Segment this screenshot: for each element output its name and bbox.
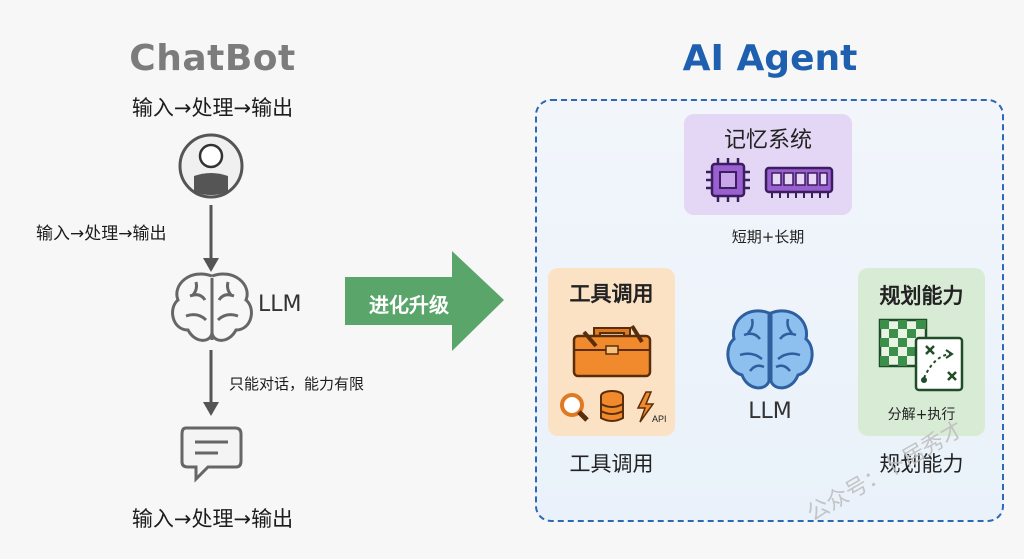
chatbot-limit-label: 只能对话，能力有限: [229, 375, 365, 393]
agent-llm-label: LLM: [748, 399, 792, 424]
llm-brain-icon-right: [726, 309, 814, 390]
chatbot-bottom-flow-label: 输入→处理→输出: [131, 507, 294, 531]
arrow-llm-to-output: [203, 350, 219, 416]
evolve-arrow-label: 进化升级: [369, 293, 449, 317]
chatbot-flow-subtitle: 输入→处理→输出: [131, 96, 294, 120]
planning-title: 规划能力: [879, 284, 964, 308]
user-avatar-icon: [178, 133, 244, 199]
ram-module-icon: [764, 166, 834, 198]
tool-calling-caption: 工具调用: [569, 452, 654, 476]
planning-inner-caption: 分解+执行: [887, 407, 956, 423]
planning-caption: 规划能力: [879, 452, 964, 476]
toolbox-icon: [572, 324, 652, 378]
evolve-arrow-icon: [345, 251, 504, 351]
api-label: API: [652, 414, 667, 424]
tool-calling-icons: API: [560, 324, 667, 424]
magnifier-icon: [560, 393, 589, 422]
planning-icons: [878, 318, 964, 392]
arrow-user-to-llm: [203, 205, 219, 272]
api-lightning-icon: API: [636, 391, 667, 424]
chatbot-title: ChatBot: [129, 38, 296, 79]
chatbot-llm-label: LLM: [258, 292, 302, 317]
ai-agent-title: AI Agent: [682, 38, 858, 79]
tool-calling-title: 工具调用: [569, 282, 654, 306]
chat-bubble-icon: [180, 426, 243, 483]
memory-system-caption: 短期+长期: [731, 228, 805, 246]
database-icon: [600, 390, 624, 422]
memory-system-title: 记忆系统: [723, 128, 812, 153]
cpu-chip-icon: [706, 158, 750, 202]
memory-icons: [706, 158, 834, 202]
chatbot-input-flow-label: 输入→处理→输出: [36, 224, 167, 244]
llm-brain-icon-left: [171, 272, 253, 342]
strategy-board-icon: [914, 336, 964, 392]
